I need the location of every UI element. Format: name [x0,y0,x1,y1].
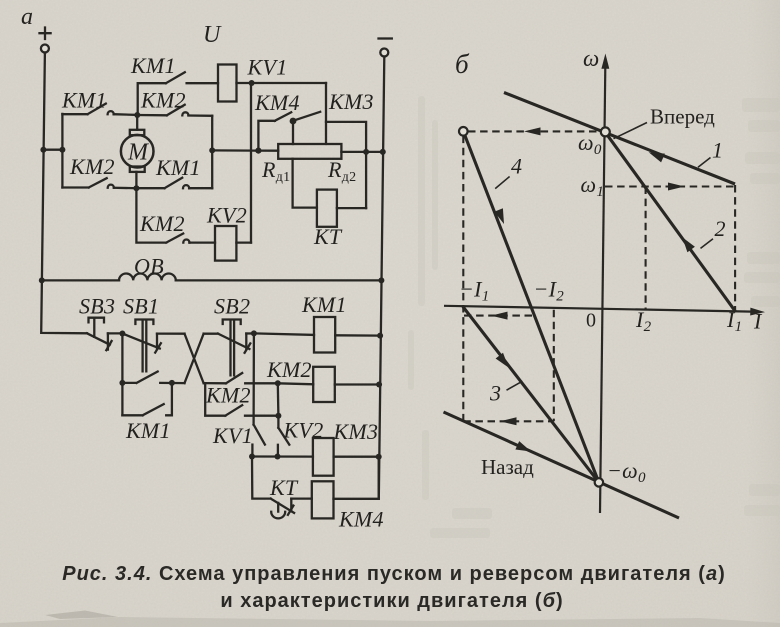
svg-text:М: М [127,140,150,166]
svg-text:КМ1: КМ1 [301,292,347,317]
svg-text:KV2: KV2 [283,418,324,443]
svg-text:КМ4: КМ4 [254,90,300,115]
svg-text:KV1: KV1 [247,55,288,80]
svg-text:КМ2: КМ2 [205,383,251,408]
svg-text:1: 1 [712,138,723,163]
svg-text:Назад: Назад [481,455,534,479]
svg-text:и характеристики двигателя (б): и характеристики двигателя (б) [220,590,563,612]
svg-text:2: 2 [715,216,726,241]
svg-text:U: U [203,22,222,48]
svg-text:КМ4: КМ4 [338,507,384,532]
svg-text:КМ1: КМ1 [155,155,201,180]
svg-text:KV2: KV2 [206,203,247,228]
svg-text:КМ2: КМ2 [139,211,185,236]
svg-text:КТ: КТ [269,475,299,500]
svg-text:SB2: SB2 [214,294,250,319]
svg-text:KV1: KV1 [212,423,253,448]
svg-text:I: I [753,309,763,334]
svg-text:КМ1: КМ1 [61,88,107,113]
svg-text:3: 3 [489,381,501,406]
svg-text:ОВ: ОВ [134,254,164,279]
svg-text:КМ2: КМ2 [69,154,115,179]
svg-text:SB1: SB1 [123,294,159,319]
svg-text:Рис. 3.4. Схема управления пус: Рис. 3.4. Схема управления пуском и реве… [62,563,726,585]
svg-text:б: б [455,49,470,79]
svg-text:КМ2: КМ2 [266,357,312,382]
svg-text:КМ1: КМ1 [125,418,171,443]
svg-text:0: 0 [586,310,596,332]
svg-text:a: a [21,4,33,30]
svg-text:КМ3: КМ3 [328,89,374,114]
svg-text:КМ1: КМ1 [130,53,176,78]
svg-text:КМ2: КМ2 [140,88,186,113]
svg-text:4: 4 [511,154,522,179]
svg-text:КТ: КТ [313,224,343,249]
svg-text:КМ3: КМ3 [333,419,379,444]
svg-text:ω: ω [583,46,600,71]
svg-text:Вперед: Вперед [650,105,715,129]
svg-text:SB3: SB3 [79,294,115,319]
